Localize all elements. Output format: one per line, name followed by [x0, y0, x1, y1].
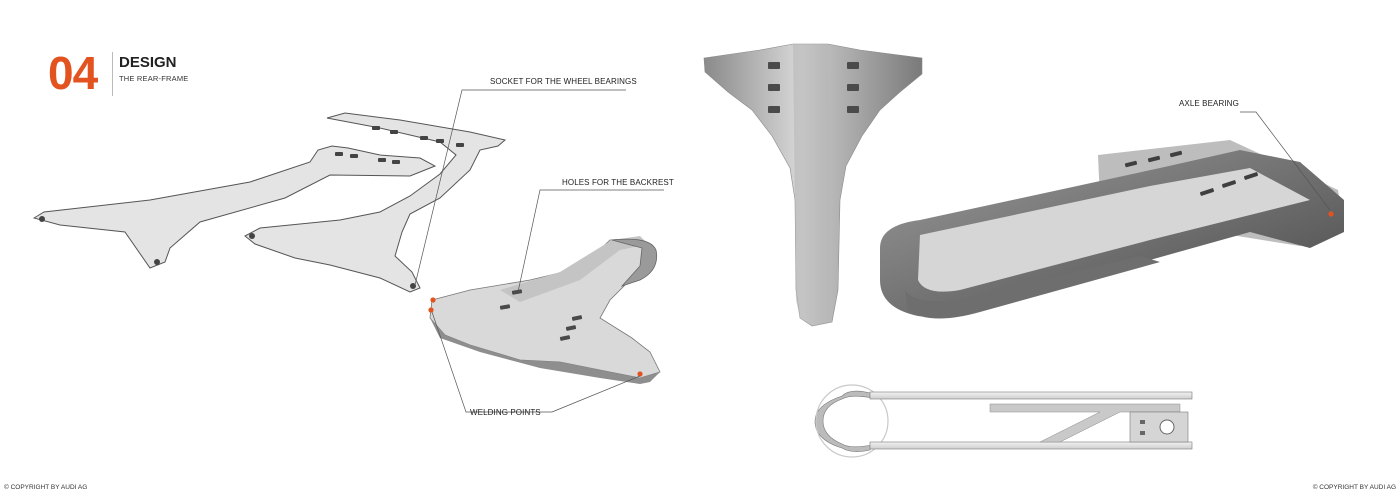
section-number: 04 [48, 47, 98, 99]
copyright-left: © COPYRIGHT BY AUDI AG [4, 484, 88, 491]
flat-sheet-parts [32, 112, 507, 293]
callout-socket-label: SOCKET FOR THE WHEEL BEARINGS [490, 77, 637, 86]
callout-lines-left [414, 89, 664, 413]
section-subtitle: THE REAR-FRAME [119, 74, 189, 83]
callout-line-axle [1240, 111, 1331, 211]
callout-axle-label: AXLE BEARING [1179, 99, 1239, 108]
top-view-part [703, 43, 923, 327]
perspective-render [880, 140, 1344, 319]
side-view-part [814, 384, 1193, 458]
section-title: DESIGN [119, 54, 177, 71]
callout-welding-label: WELDING POINTS [470, 408, 541, 417]
title-divider [112, 52, 113, 96]
folded-rear-frame [428, 236, 661, 384]
copyright-right: © COPYRIGHT BY AUDI AG [1312, 484, 1396, 491]
callout-holes-label: HOLES FOR THE BACKREST [562, 178, 674, 187]
